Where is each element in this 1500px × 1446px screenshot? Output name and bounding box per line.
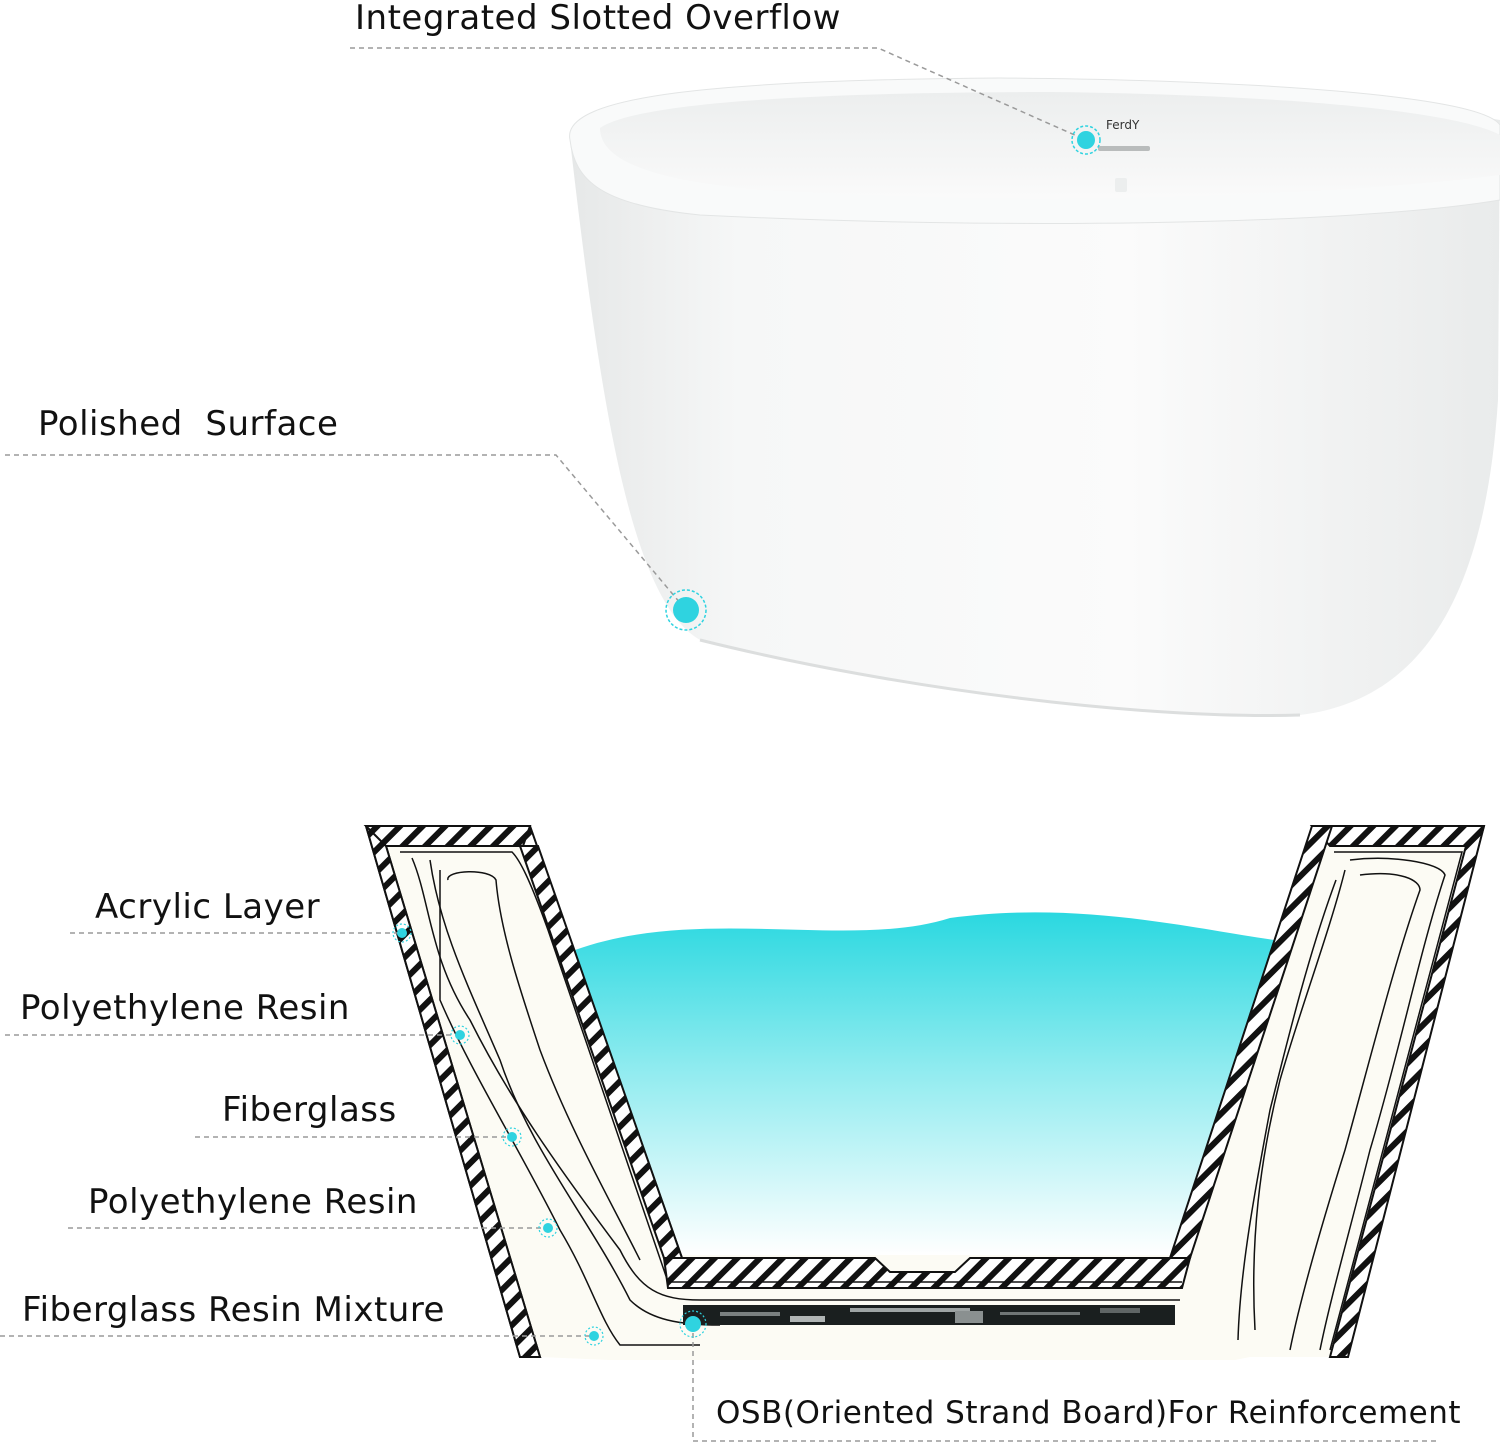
overflow-marker [1071,125,1101,155]
acrylic-marker [392,923,412,943]
layer-resin1-label: Polyethylene Resin [20,988,350,1028]
floor-shell [662,1257,1192,1289]
drain-mark [1115,178,1127,192]
brand-mark: FerdY [1106,118,1140,132]
resin1-marker [450,1025,470,1045]
layer-acrylic-label: Acrylic Layer [95,887,321,927]
layer-markers [392,923,707,1346]
layer-fiberglass-label: Fiberglass [222,1090,397,1130]
mixture-marker [584,1326,604,1346]
callout-surface-label: Polished Surface [38,404,339,444]
fiberglass-marker [502,1127,522,1147]
osb-reinforcement-label: OSB(Oriented Strand Board)For Reinforcem… [716,1395,1462,1431]
surface-marker [665,589,707,631]
cross-section [363,825,1486,1360]
resin2-marker [538,1218,558,1238]
layer-mixture-label: Fiberglass Resin Mixture [22,1290,445,1330]
layer-resin2-label: Polyethylene Resin [88,1182,418,1222]
overflow-slot [1098,146,1150,151]
bathtub-render [569,77,1500,718]
osb-board [683,1305,1175,1325]
water [575,912,1275,1255]
callout-overflow-label: Integrated Slotted Overflow [355,0,841,38]
tub-callout-leaders [5,47,1087,611]
osb-marker [679,1310,707,1338]
layer-leaders [0,932,1440,1442]
